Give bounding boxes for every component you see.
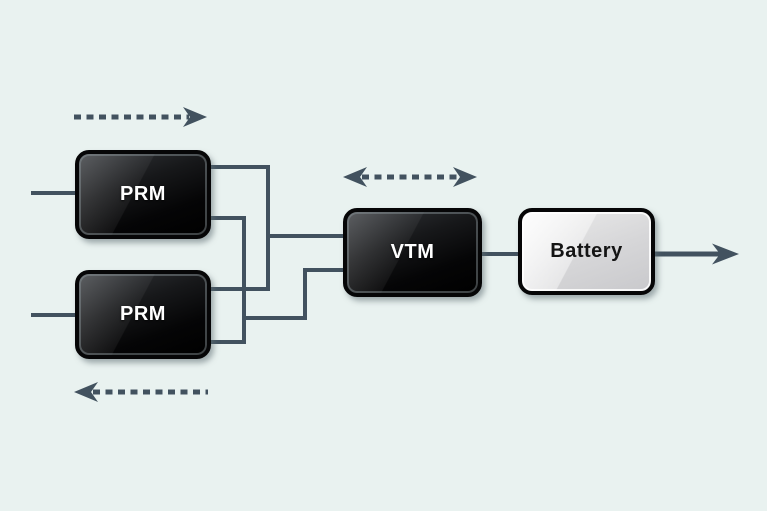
block-battery: Battery bbox=[518, 208, 655, 295]
wire-net1-bus bbox=[207, 165, 270, 291]
dashed-bidirectional-flow-arrow-head-right bbox=[453, 167, 477, 187]
block-prm-1-label: PRM bbox=[120, 183, 166, 205]
connection-wires bbox=[31, 165, 721, 344]
dashed-left-flow-arrow-icon bbox=[74, 382, 208, 402]
dashed-right-flow-arrow-icon bbox=[74, 107, 207, 127]
block-vtm: VTM bbox=[343, 208, 482, 297]
block-prm-2-label: PRM bbox=[120, 303, 166, 325]
wire-net2-bus bbox=[207, 216, 246, 344]
dashed-bidirectional-flow-arrow-icon bbox=[343, 167, 477, 187]
dashed-bidirectional-flow-arrow-head-left bbox=[343, 167, 367, 187]
block-prm-2: PRM bbox=[75, 270, 211, 359]
solid-right-output-arrow-icon bbox=[712, 243, 739, 265]
dashed-right-flow-arrow-head bbox=[183, 107, 207, 127]
dashed-left-flow-arrow-head bbox=[74, 382, 98, 402]
block-vtm-label: VTM bbox=[390, 241, 435, 263]
block-battery-label: Battery bbox=[550, 240, 623, 262]
block-prm-1: PRM bbox=[75, 150, 211, 239]
wire-net2-to-vtm bbox=[244, 268, 346, 320]
